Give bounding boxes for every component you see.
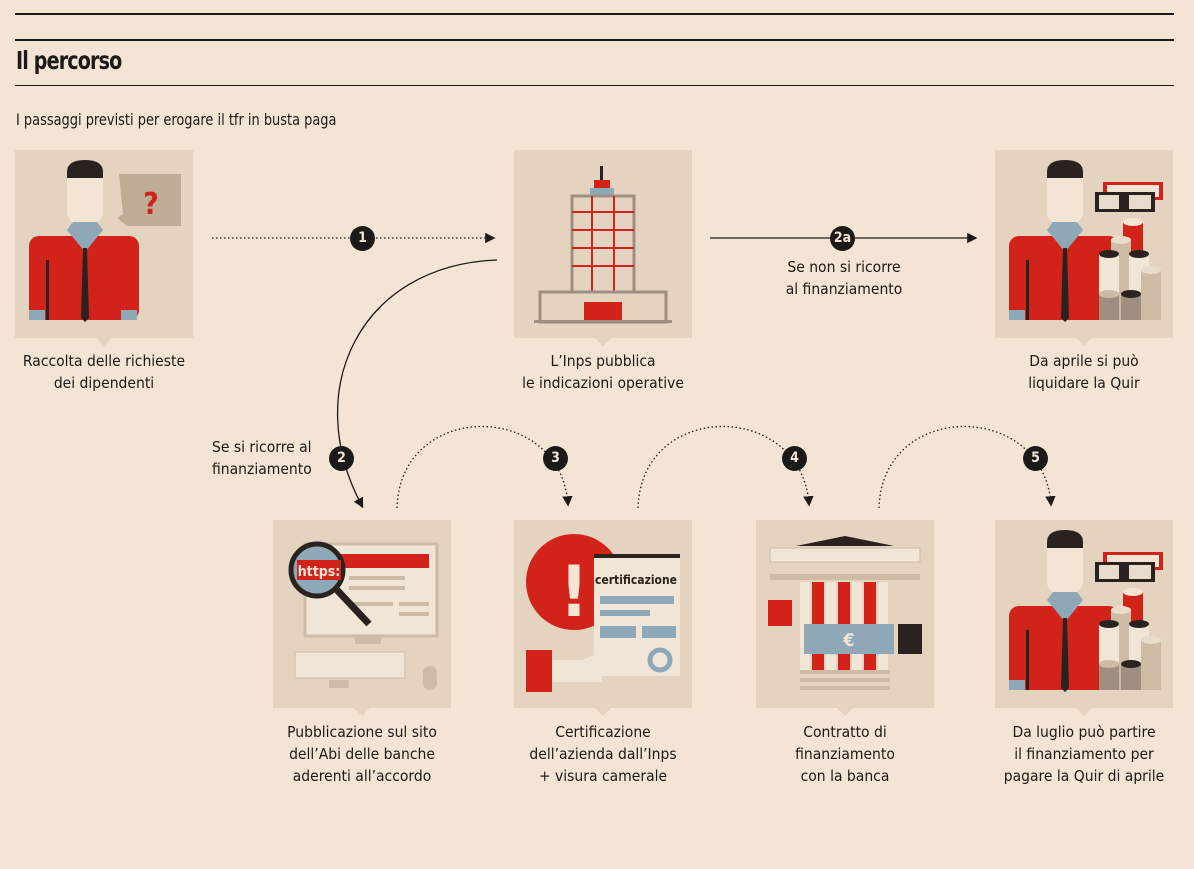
question-mark-icon: ?: [143, 187, 159, 222]
financing-branch-label: Se si ricorre al finanziamento: [212, 436, 312, 480]
label-line: dei dipendenti: [53, 374, 155, 392]
step-financing-start-card: [995, 520, 1173, 716]
step-collect-requests-card: ?: [15, 150, 193, 346]
subtitle: I passaggi previsti per erogare il tfr i…: [16, 110, 337, 129]
inps-building-illustration: [534, 166, 672, 324]
label-line: Raccolta delle richieste: [22, 352, 186, 370]
label-line: Se si ricorre al: [212, 438, 312, 456]
label-line: Contratto di: [803, 723, 887, 741]
step-financing-start-label: Da luglio può partire il finanziamento p…: [974, 721, 1194, 787]
label-line: finanziamento: [795, 745, 895, 763]
employee-question-illustration: ?: [15, 150, 181, 338]
arrow-step2: [337, 259, 498, 509]
label-line: dell’Abi delle banche: [289, 745, 435, 763]
label-line: al finanziamento: [785, 280, 903, 298]
step-collect-requests-label: Raccolta delle richieste dei dipendenti: [0, 350, 214, 394]
label-line: dell’azienda dall’Inps: [529, 745, 677, 763]
label-line: L’Inps pubblica: [550, 352, 656, 370]
arrow-step4: [637, 425, 814, 509]
step-number-4: 4: [782, 446, 807, 471]
step-certification-label: Certificazione dell’azienda dall’Inps + …: [493, 721, 713, 787]
step-number-2a: 2a: [830, 226, 855, 251]
step-liquidate-quir-card: [995, 150, 1173, 346]
label-line: Da aprile si può: [1029, 352, 1139, 370]
computer-magnifier-illustration: https:: [288, 541, 439, 690]
title-rule-top: [15, 39, 1174, 41]
label-line: con la banca: [800, 767, 890, 785]
title-rule-bottom: [15, 85, 1174, 86]
exclamation-icon: !: [560, 551, 589, 633]
step-number-1: 1: [350, 226, 375, 251]
step-number-2: 2: [329, 446, 354, 471]
bank-building-illustration: €: [768, 536, 922, 690]
arrow-step5: [878, 425, 1056, 509]
step-certification-card: ! certificazione: [514, 520, 692, 716]
https-text: https:: [298, 564, 341, 580]
step-number-3: 3: [543, 446, 568, 471]
euro-icon: €: [842, 630, 854, 651]
certificate-title: certificazione: [595, 573, 677, 587]
step-abi-website-label: Pubblicazione sul sito dell’Abi delle ba…: [252, 721, 472, 787]
label-line: Se non si ricorre: [787, 258, 901, 276]
step-inps-label: L’Inps pubblica le indicazioni operative: [493, 350, 713, 394]
label-line: Da luglio può partire: [1012, 723, 1156, 741]
step-number-5: 5: [1023, 446, 1048, 471]
label-line: le indicazioni operative: [522, 374, 684, 392]
label-line: aderenti all’accordo: [292, 767, 432, 785]
label-line: Pubblicazione sul sito: [287, 723, 437, 741]
step-bank-contract-card: €: [756, 520, 934, 716]
certificate-illustration: ! certificazione: [526, 534, 680, 692]
step-inps-card: [514, 150, 692, 346]
label-line: + visura camerale: [538, 767, 668, 785]
arrow-step3: [396, 425, 573, 509]
step-liquidate-quir-label: Da aprile si può liquidare la Quir: [974, 350, 1194, 394]
label-line: liquidare la Quir: [1028, 374, 1140, 392]
step-bank-contract-label: Contratto di finanziamento con la banca: [735, 721, 955, 787]
page-title: Il percorso: [16, 46, 122, 75]
top-rule: [15, 13, 1174, 15]
label-line: Certificazione: [555, 723, 651, 741]
label-line: pagare la Quir di aprile: [1003, 767, 1165, 785]
no-financing-branch-label: Se non si ricorre al finanziamento: [774, 256, 914, 300]
label-line: il finanziamento per: [1014, 745, 1154, 763]
step-abi-website-card: https:: [273, 520, 451, 716]
label-line: finanziamento: [212, 460, 312, 478]
